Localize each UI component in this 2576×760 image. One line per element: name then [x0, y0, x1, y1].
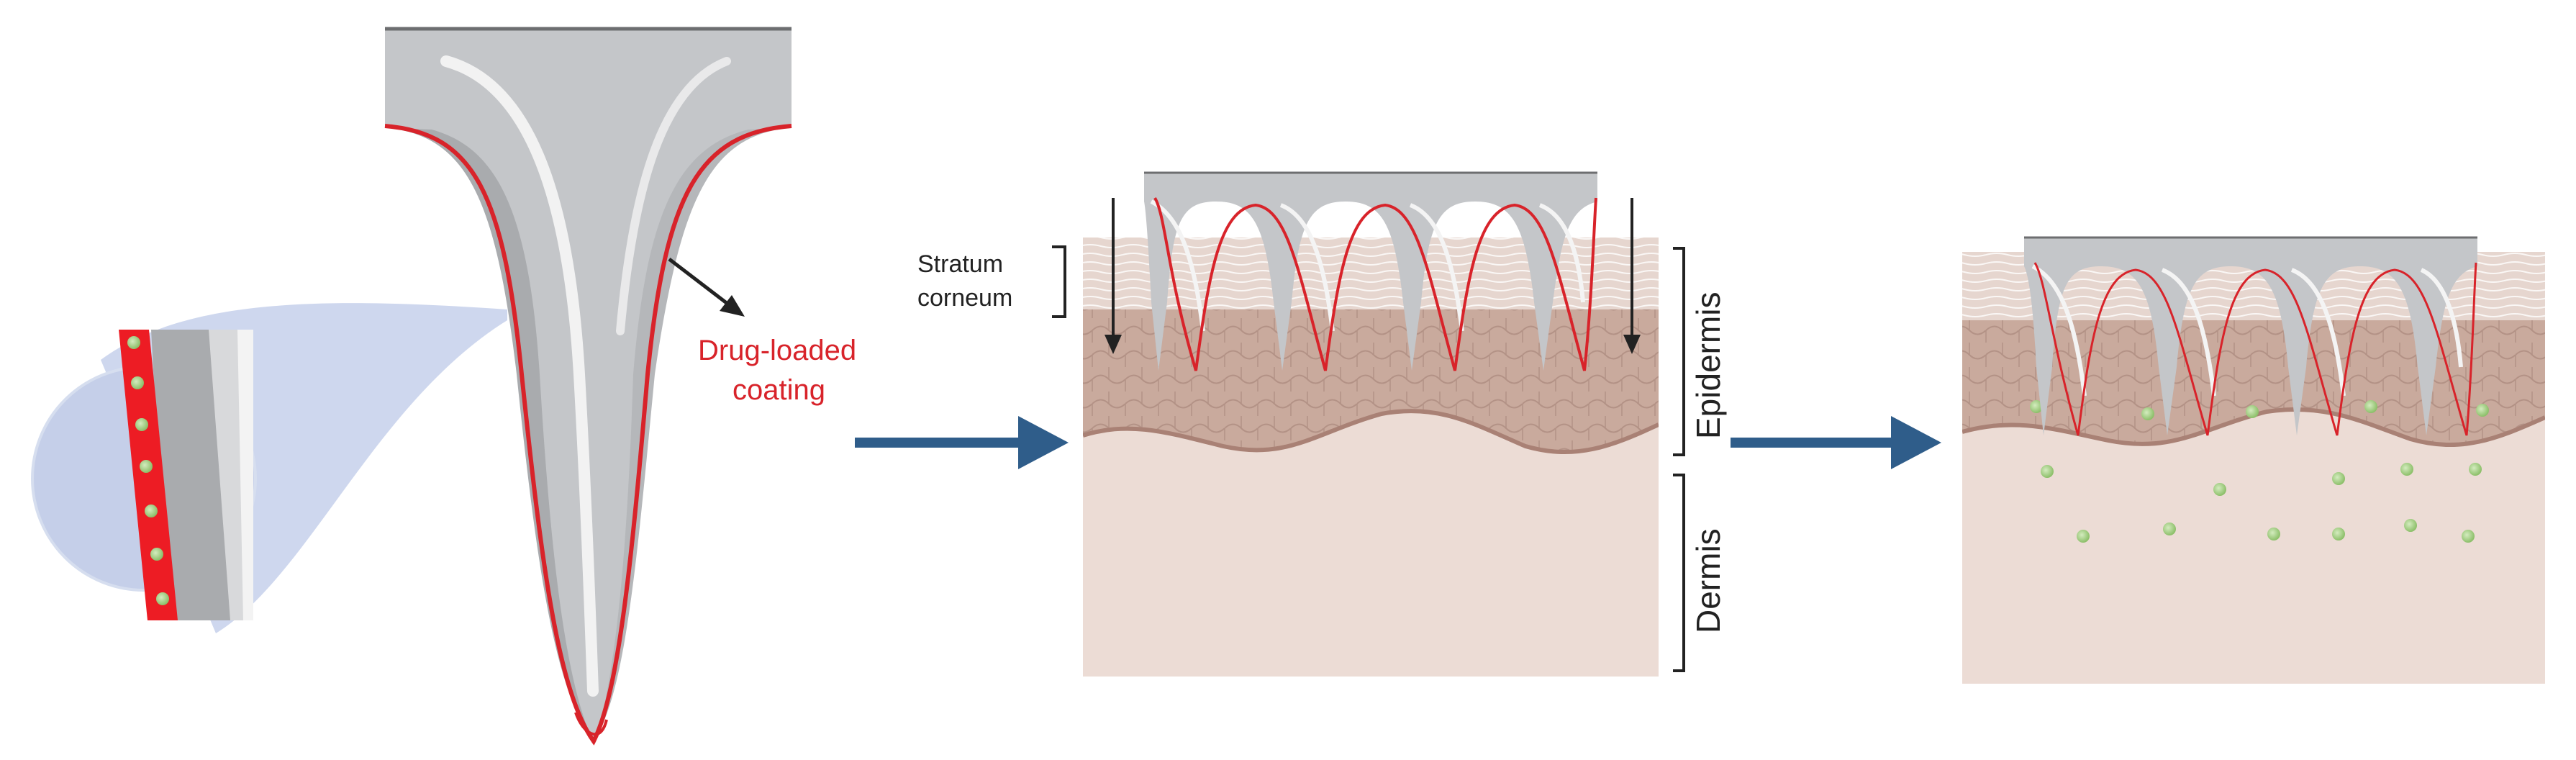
stratum-label-line1: Stratum: [917, 250, 1003, 278]
drug-coating-outline: [384, 124, 792, 746]
magnified-coating-callout: [31, 303, 507, 633]
released-drug-particles: [2030, 400, 2489, 543]
needle-base-plate: [385, 29, 792, 126]
down-arrow-icon: [1105, 198, 1122, 354]
epidermis-bracket: [1673, 247, 1685, 456]
drug-particles: [127, 336, 169, 605]
coating-label-line2: coating: [733, 374, 825, 406]
dermis-bracket: [1673, 474, 1685, 672]
coating-strip: [119, 330, 178, 620]
needle-body: [385, 126, 792, 741]
coating-label-line1: Drug-loaded: [698, 335, 856, 366]
down-arrow-icon: [1623, 198, 1641, 354]
right-arrow-icon: [855, 416, 1069, 469]
stratum-corneum-bracket: [1052, 245, 1066, 318]
skin-cross-section-insertion: [1083, 216, 1659, 677]
microneedle-array-released: [2024, 236, 2477, 436]
stratum-label-line2: corneum: [917, 284, 1012, 312]
coated-microneedle: [384, 27, 792, 746]
microneedle-array-inserted: [1144, 171, 1597, 371]
stratum-corneum-layer: [1083, 238, 1659, 309]
epidermis-label: Epidermis: [1690, 291, 1727, 439]
coating-pointer-arrow: [668, 258, 745, 317]
dermis-label: Dermis: [1690, 528, 1727, 633]
right-arrow-icon: [1731, 416, 1941, 469]
